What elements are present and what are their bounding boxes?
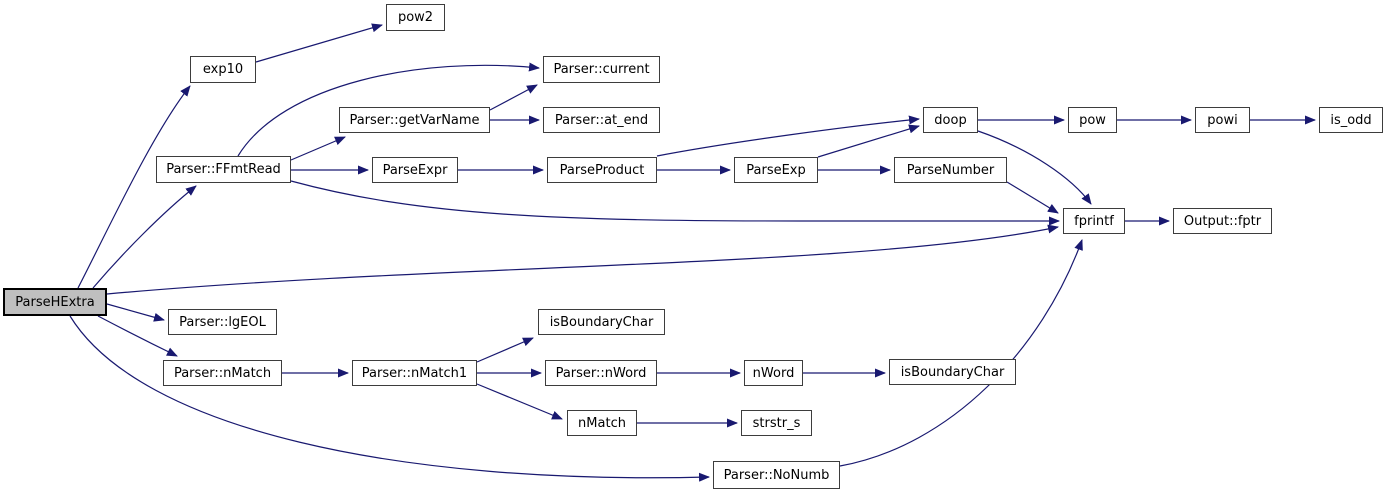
node-current[interactable]: Parser::current [543, 56, 660, 83]
edge-parsehextra-fprintf [106, 224, 1059, 295]
edge-exp10-pow2 [255, 23, 383, 63]
edge-doop-fprintf [977, 130, 1092, 205]
edge-parsehextra-nmatch [97, 315, 178, 357]
edge-ffmtread-current [237, 62, 540, 157]
node-nword[interactable]: nWord [744, 360, 803, 386]
node-getvarname[interactable]: Parser::getVarName [339, 107, 490, 133]
edge-parsenumber-fprintf [1006, 181, 1059, 214]
node-fprintf[interactable]: fprintf [1063, 208, 1125, 234]
node-parsehextra: ParseHExtra [3, 288, 107, 316]
node-isboundarychar-1[interactable]: isBoundaryChar [538, 309, 665, 335]
node-exp10[interactable]: exp10 [190, 56, 256, 83]
node-pow[interactable]: pow [1068, 107, 1117, 133]
edge-parsehextra-nonumb [69, 315, 710, 482]
node-isodd[interactable]: is_odd [1319, 107, 1383, 133]
node-nmatch1[interactable]: Parser::nMatch1 [352, 360, 477, 386]
node-nonumb[interactable]: Parser::NoNumb [713, 461, 840, 489]
node-nmatch[interactable]: nMatch [567, 410, 637, 436]
node-atend[interactable]: Parser::at_end [543, 107, 660, 133]
node-parseexp[interactable]: ParseExp [734, 157, 818, 183]
edge-nonumb-fprintf [839, 239, 1083, 467]
node-isboundarychar-2[interactable]: isBoundaryChar [889, 359, 1016, 385]
node-lgeol[interactable]: Parser::lgEOL [168, 309, 277, 335]
edge-nmatch1-isboundarychar1 [476, 337, 534, 363]
edge-nmatch1-nmatch [476, 383, 563, 420]
edge-ffmtread-getvarname [290, 136, 346, 161]
node-pow2[interactable]: pow2 [386, 4, 445, 31]
node-doop[interactable]: doop [923, 107, 978, 133]
node-parseexpr[interactable]: ParseExpr [372, 157, 458, 183]
node-parseproduct[interactable]: ParseProduct [547, 157, 657, 183]
edge-parseexp-doop [817, 124, 920, 158]
edge-parseproduct-doop [656, 115, 920, 157]
node-parsenumber[interactable]: ParseNumber [894, 157, 1007, 183]
node-outputfptr[interactable]: Output::fptr [1173, 208, 1272, 234]
edge-parsehextra-lgeol [106, 303, 165, 322]
node-strstrs[interactable]: strstr_s [741, 410, 812, 436]
node-ffmtread[interactable]: Parser::FFmtRead [156, 156, 291, 183]
edge-parsehextra-exp10 [77, 85, 191, 289]
edge-getvarname-current [489, 84, 538, 111]
node-nword-parser[interactable]: Parser::nWord [545, 360, 657, 386]
edge-ffmtread-fprintf [290, 180, 1060, 226]
node-nmatch-parser[interactable]: Parser::nMatch [163, 360, 282, 386]
node-powi[interactable]: powi [1195, 107, 1250, 133]
edge-parsehextra-ffmtread [92, 185, 197, 289]
